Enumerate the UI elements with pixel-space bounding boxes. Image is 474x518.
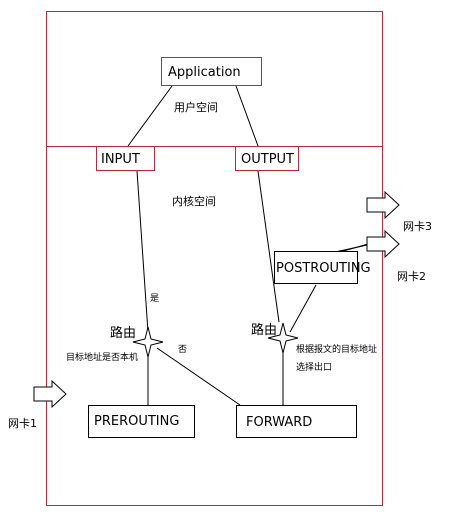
- nic3-arrow-icon: [366, 190, 400, 220]
- output-box: [235, 146, 299, 171]
- nic1-arrow-icon: [33, 379, 67, 409]
- output-label: OUTPUT: [241, 152, 294, 167]
- edge-router-forward: [156, 347, 241, 406]
- connectors: [127, 85, 373, 406]
- application-label: Application: [168, 65, 241, 80]
- outer-frame: [46, 11, 383, 506]
- select-exit-label: 选择出口: [296, 361, 332, 373]
- prerouting-box: [88, 405, 195, 438]
- route-by-dest-label: 根据报文的目标地址: [296, 343, 377, 355]
- nic3-label: 网卡3: [403, 220, 432, 233]
- application-box: [161, 57, 262, 86]
- edge-output-router: [257, 170, 280, 323]
- routing-star-right: [267, 322, 299, 354]
- is-local-label: 目标地址是否本机: [66, 351, 138, 363]
- kernel-space-label: 内核空间: [172, 194, 216, 208]
- edge-app-output: [235, 85, 259, 147]
- nic1-label: 网卡1: [8, 417, 37, 430]
- no-label: 否: [178, 344, 187, 355]
- input-label: INPUT: [101, 152, 140, 167]
- forward-box: [236, 405, 357, 438]
- edge-postrouting-nic3: [334, 243, 373, 253]
- yes-label: 是: [150, 293, 159, 304]
- user-space-label: 用户空间: [174, 100, 218, 114]
- edge-app-input: [127, 85, 173, 147]
- forward-label: FORWARD: [246, 415, 312, 430]
- routing-star-left: [132, 326, 164, 358]
- routing-right-label: 路由: [251, 322, 277, 338]
- postrouting-label: POSTROUTING: [276, 261, 371, 276]
- edge-router-postrouting: [289, 284, 317, 333]
- postrouting-box: [274, 251, 358, 284]
- nic2-arrow-icon: [366, 229, 400, 259]
- edge-input-router: [136, 170, 149, 333]
- prerouting-label: PREROUTING: [94, 414, 179, 429]
- nic2-label: 网卡2: [397, 270, 426, 283]
- input-box: [96, 146, 155, 171]
- routing-left-label: 路由: [110, 325, 136, 341]
